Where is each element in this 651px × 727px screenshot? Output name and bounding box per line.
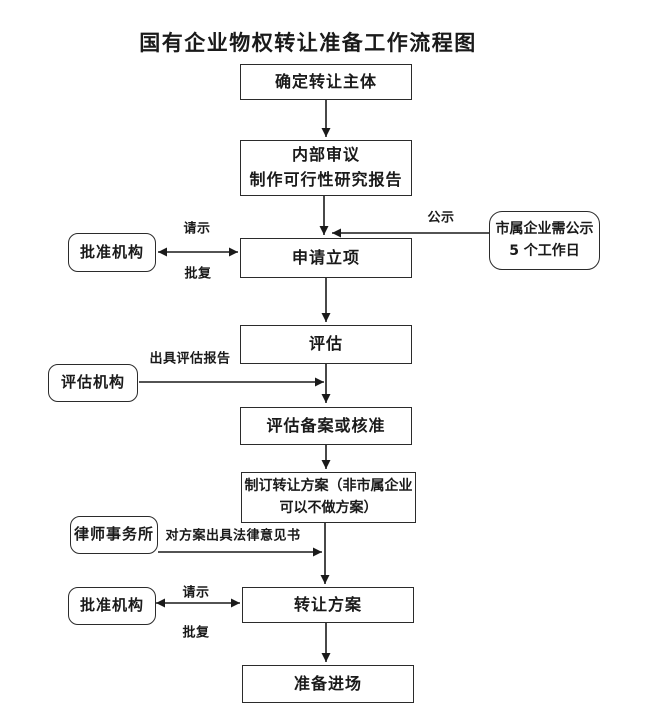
flow-step-label-line2: 可以不做方案） [279, 499, 378, 516]
side-node-label: 批准机构 [79, 596, 144, 615]
edge-label-appraisal-report: 出具评估报告 [149, 351, 231, 367]
side-node-label: 评估机构 [60, 373, 125, 392]
flow-step-label-line1: 制订转让方案（非市属企业 [244, 477, 413, 494]
side-node-label-line2: 5 个工作日 [509, 242, 580, 259]
edge-label-reply-top: 批复 [184, 266, 212, 282]
flow-step-label: 评估备案或核准 [266, 415, 386, 435]
side-node-label-line1: 市属企业需公示 [495, 220, 594, 237]
edge-label-publicity: 公示 [427, 210, 455, 226]
flow-step-determine-subject: 确定转让主体 [240, 64, 412, 100]
flow-step-appraisal-filing: 评估备案或核准 [240, 407, 412, 445]
edge-label-reply-bottom: 批复 [182, 625, 210, 641]
flow-step-apply-project: 申请立项 [240, 238, 412, 278]
side-node-label: 律师事务所 [73, 525, 154, 544]
side-node-publicity-note: 市属企业需公示 5 个工作日 [489, 211, 600, 270]
side-node-label: 批准机构 [79, 242, 144, 261]
flow-step-label-line1: 内部审议 [291, 145, 360, 165]
flow-step-draft-transfer-plan: 制订转让方案（非市属企业 可以不做方案） [241, 472, 416, 523]
flow-step-label: 评估 [308, 334, 343, 354]
side-node-approval-org-top: 批准机构 [68, 233, 156, 272]
side-node-law-firm: 律师事务所 [70, 516, 158, 554]
flow-step-label: 确定转让主体 [274, 71, 377, 91]
flow-step-prepare-entry: 准备进场 [242, 665, 414, 703]
flow-step-label-line2: 制作可行性研究报告 [249, 170, 403, 189]
flow-step-transfer-plan: 转让方案 [242, 587, 414, 623]
page-title: 国有企业物权转让准备工作流程图 [139, 31, 477, 55]
edge-label-request-top: 请示 [183, 221, 211, 237]
side-node-appraisal-org: 评估机构 [48, 364, 138, 402]
flow-step-label: 转让方案 [293, 594, 362, 614]
edge-label-legal-opinion: 对方案出具法律意见书 [165, 528, 301, 544]
flow-step-appraisal: 评估 [240, 325, 412, 364]
edge-label-request-bottom: 请示 [182, 585, 210, 601]
flow-step-label: 申请立项 [291, 247, 360, 267]
side-node-approval-org-bottom: 批准机构 [68, 587, 156, 625]
flow-step-label: 准备进场 [293, 673, 362, 693]
flow-step-internal-review: 内部审议 制作可行性研究报告 [240, 140, 412, 196]
